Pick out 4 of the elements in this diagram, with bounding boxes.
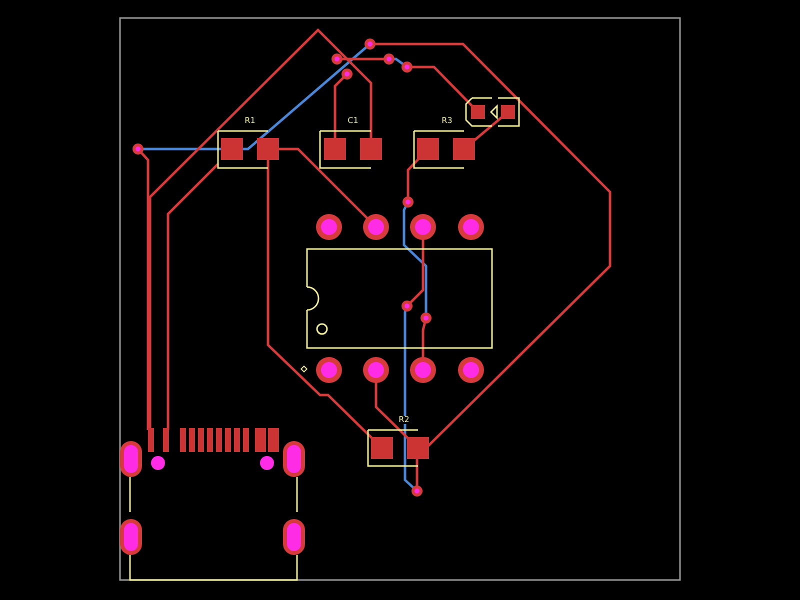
designator-label: R2	[398, 416, 410, 424]
designator-label: R3	[440, 117, 454, 125]
designator-label: R1	[244, 117, 256, 125]
designator-label: C1	[346, 117, 360, 125]
